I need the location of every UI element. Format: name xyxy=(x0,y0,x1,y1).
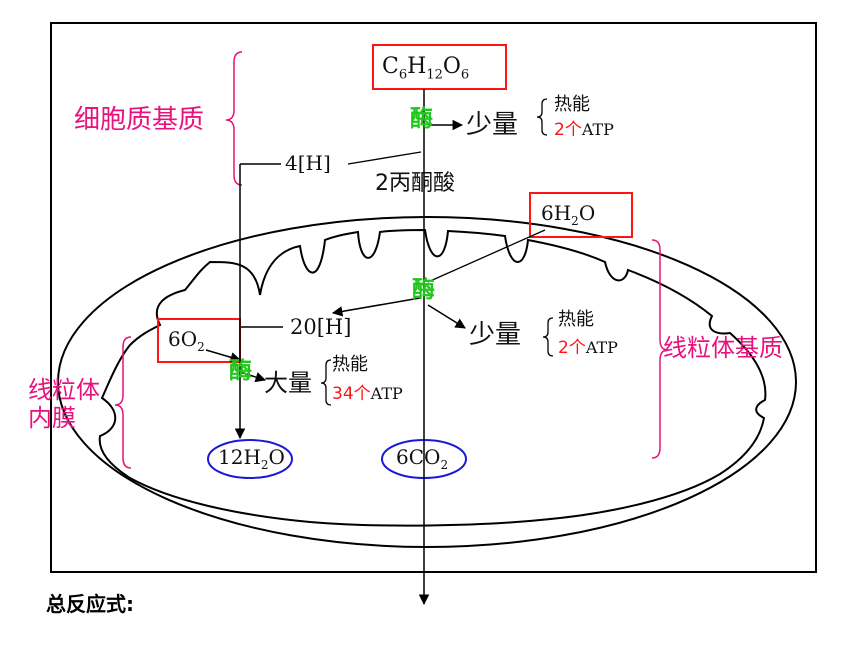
arrow-enzyme3-large xyxy=(239,371,267,383)
atp-count-1: 2个 xyxy=(554,120,582,140)
heat-label-1: 热能 xyxy=(554,94,590,115)
water-product-post: O xyxy=(268,445,285,469)
glucose-sub-12: 12 xyxy=(426,67,443,83)
glucose-c: C xyxy=(382,54,399,79)
water-input-pre: 6H xyxy=(541,201,572,225)
atp-text-3: ATP xyxy=(370,384,403,403)
heat-label-2: 热能 xyxy=(558,309,594,330)
enzyme-label-3: 酶 xyxy=(229,358,252,384)
oxygen-input-sub: 2 xyxy=(197,340,205,354)
arrow-o2-to-enzyme3 xyxy=(205,349,242,363)
label-cytoplasm-matrix: 细胞质基质 xyxy=(74,105,205,135)
co2-product-formula: 6CO2 xyxy=(396,447,448,471)
line-water-input xyxy=(427,229,546,283)
brace-atp-middle xyxy=(542,317,554,357)
atp-text-2: ATP xyxy=(585,338,618,357)
oxygen-input-formula: 6O2 xyxy=(168,329,205,353)
water-product-formula: 12H2O xyxy=(218,447,285,471)
heat-label-3: 热能 xyxy=(332,354,368,375)
summary-equation-label: 总反应式: xyxy=(46,592,134,616)
enzyme-label-1: 酶 xyxy=(410,106,433,132)
atp-text-1: ATP xyxy=(581,120,614,139)
water-product-oval xyxy=(207,439,293,479)
atp-label-1: 2个ATP xyxy=(554,122,614,139)
label-inner-membrane-line2: 内膜 xyxy=(28,404,76,432)
co2-product-sub: 2 xyxy=(440,458,449,472)
label-inner-membrane-line1: 线粒体 xyxy=(28,376,100,404)
line-4h-connector xyxy=(347,151,422,165)
small-amount-1: 少量 xyxy=(466,110,519,140)
h20-label: 20[H] xyxy=(290,315,352,339)
atp-count-3: 34个 xyxy=(332,384,371,404)
outer-frame xyxy=(50,22,817,573)
small-amount-2: 少量 xyxy=(469,320,522,350)
inner-membrane-bracket xyxy=(114,336,132,469)
atp-count-2: 2个 xyxy=(558,338,586,358)
water-input-post: O xyxy=(578,201,596,225)
atp-label-3: 34个ATP xyxy=(332,386,403,403)
water-product-pre: 12H xyxy=(218,445,261,469)
enzyme-label-2: 酶 xyxy=(412,277,435,303)
atp-label-2: 2个ATP xyxy=(558,340,618,357)
water-input-box xyxy=(529,192,633,238)
h4-label: 4[H] xyxy=(285,151,331,175)
mitochondrion-outer-membrane xyxy=(57,216,797,548)
arrow-enzyme2-small xyxy=(427,304,466,329)
pyruvate-label: 2丙酮酸 xyxy=(375,171,455,196)
arrow-to-20h xyxy=(331,297,421,317)
brace-atp-large xyxy=(320,359,332,406)
co2-product-pre: 6CO xyxy=(396,445,441,469)
large-amount: 大量 xyxy=(264,369,312,397)
water-input-formula: 6H2O xyxy=(541,203,595,227)
label-mitochondrial-matrix: 线粒体基质 xyxy=(663,334,783,362)
water-product-sub: 2 xyxy=(260,458,269,472)
matrix-bracket xyxy=(651,239,669,459)
brace-atp-top xyxy=(536,98,548,136)
oxygen-input-pre: 6O xyxy=(168,327,198,351)
glucose-sub-6a: 6 xyxy=(398,67,408,83)
glucose-box xyxy=(372,44,507,90)
glucose-sub-6b: 6 xyxy=(460,67,470,83)
glucose-h: H xyxy=(407,54,427,79)
glucose-formula: C6H12O6 xyxy=(382,54,470,83)
cytoplasm-bracket xyxy=(225,51,243,186)
glucose-o: O xyxy=(442,54,461,79)
mitochondrion-inner-membrane xyxy=(98,228,767,527)
water-input-sub: 2 xyxy=(571,214,579,228)
